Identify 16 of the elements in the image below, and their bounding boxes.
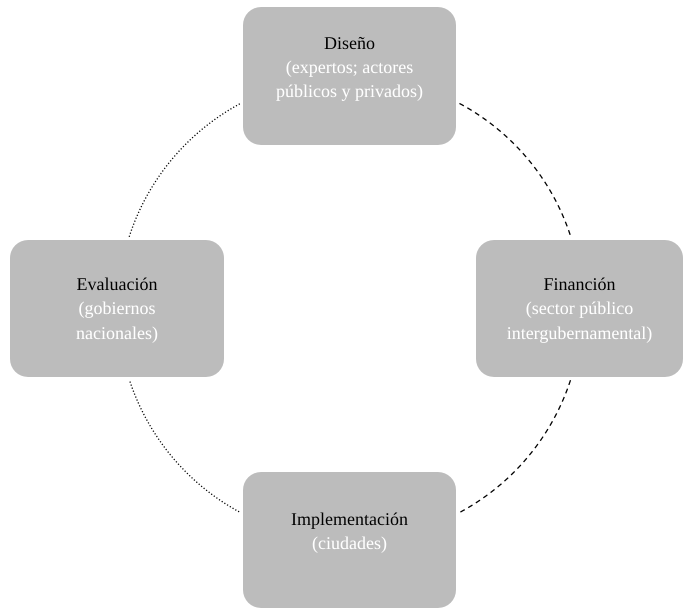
process-box: [476, 240, 683, 377]
connector-arc: [128, 103, 240, 237]
stage-actors: (expertos; actores públicos y privados): [275, 56, 424, 104]
stage-title: Evaluación: [76, 273, 158, 296]
stage-actors: (gobiernos nacionales): [75, 297, 159, 345]
stage-title: Implementación: [291, 508, 408, 531]
stage-title: Financión: [544, 273, 616, 296]
stage-title: Diseño: [324, 32, 375, 55]
process-box: [243, 7, 456, 145]
connector-arc: [458, 380, 572, 514]
stage-actors: (sector público intergubernamental): [506, 297, 654, 345]
connector-arc: [129, 380, 240, 512]
process-box: [10, 240, 224, 377]
connector-arc: [459, 102, 572, 237]
stage-actors: (ciudades): [312, 532, 387, 555]
process-box: [243, 472, 456, 608]
